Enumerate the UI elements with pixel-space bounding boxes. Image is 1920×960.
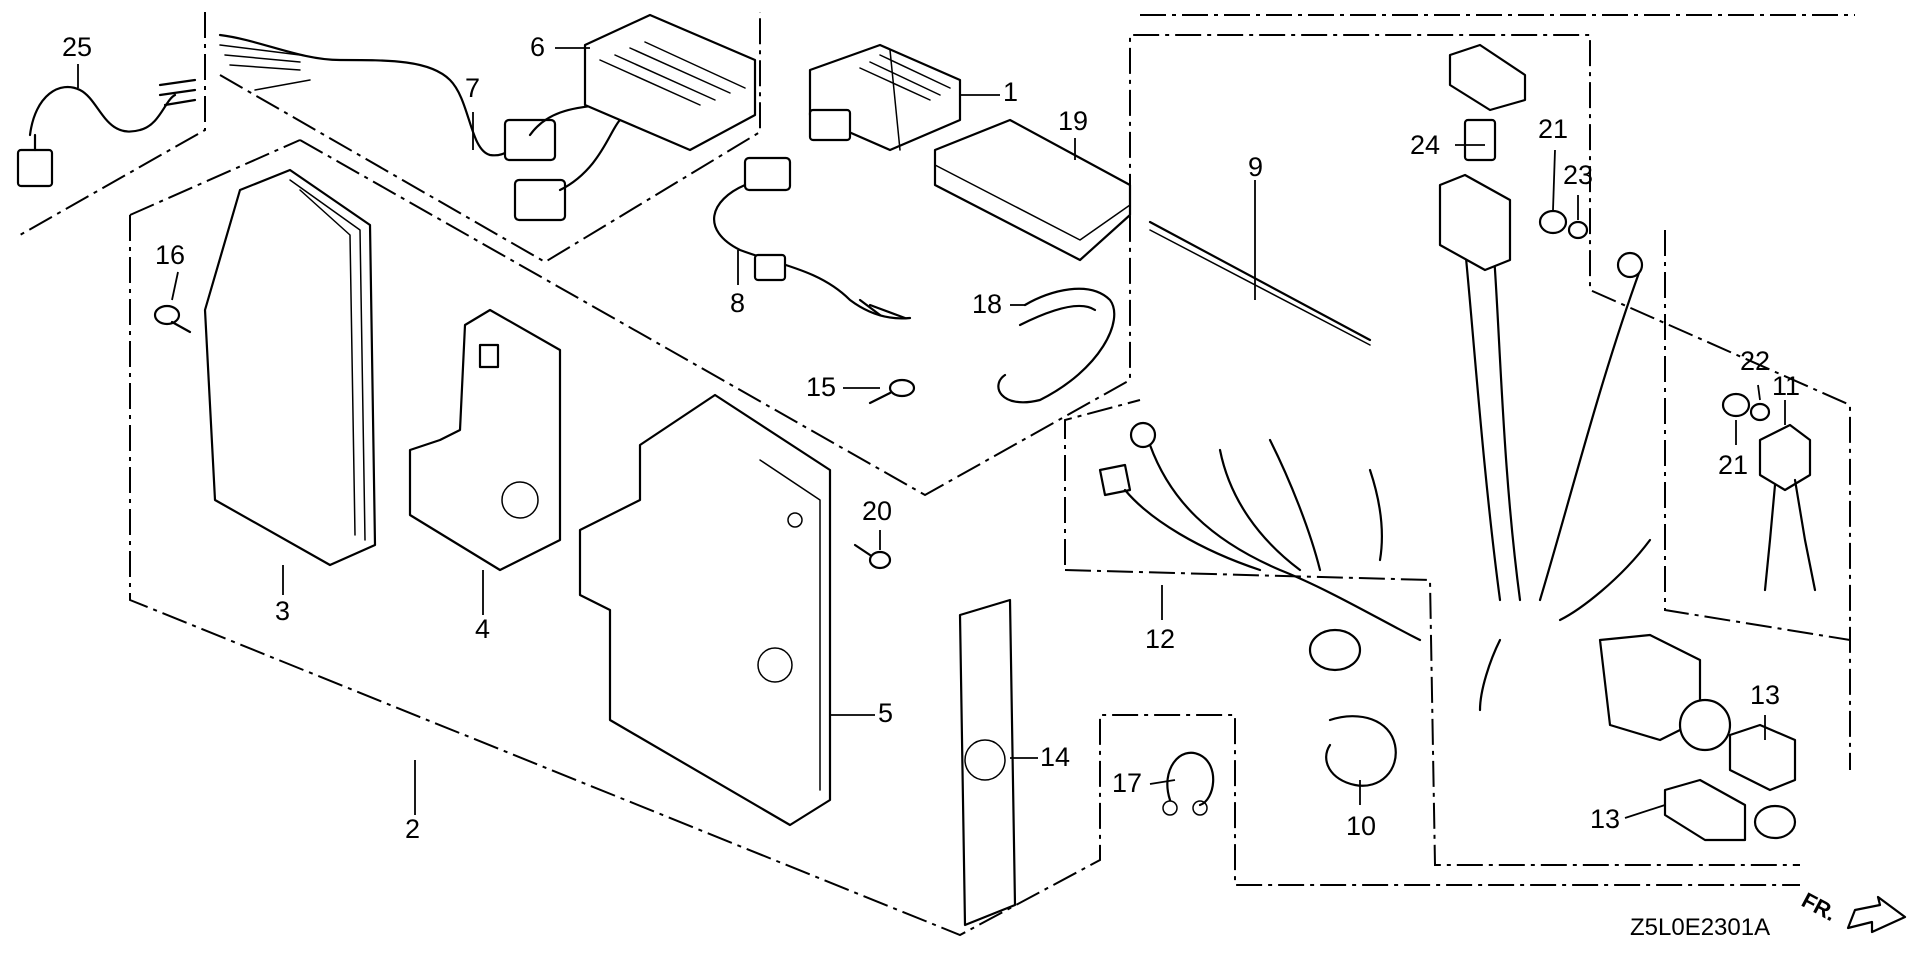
- label-part-6: 6: [530, 32, 545, 62]
- label-part-18: 18: [972, 289, 1002, 319]
- label-part-2: 2: [405, 814, 420, 844]
- label-part-23: 23: [1563, 160, 1593, 190]
- nuts-washers: [1538, 209, 1771, 422]
- label-part-12: 12: [1145, 624, 1175, 654]
- label-part-15: 15: [806, 372, 836, 402]
- label-part-14: 14: [1040, 742, 1070, 772]
- part-12-harness: [1098, 198, 1652, 712]
- part-16-bolt: [153, 304, 192, 334]
- part-3-cover: [203, 168, 377, 567]
- label-part-13-b: 13: [1590, 804, 1620, 834]
- part-labels: 1 2 3 4 5 6 7 8 9 10 11 12 13 13 14 15 1…: [62, 32, 1800, 844]
- label-part-7: 7: [465, 73, 480, 103]
- ignition-switch: [1598, 633, 1732, 752]
- part-24-fuse: [1438, 43, 1527, 272]
- part-14-plate: [958, 598, 1017, 927]
- label-part-24: 24: [1410, 130, 1440, 160]
- part-20-bolt: [853, 543, 892, 570]
- group-outlines: [19, 12, 1855, 937]
- label-part-21-a: 21: [1538, 114, 1568, 144]
- label-part-22: 22: [1740, 346, 1770, 376]
- label-part-8: 8: [730, 288, 745, 318]
- part-15-bolt: [868, 378, 916, 405]
- label-part-3: 3: [275, 596, 290, 626]
- label-part-4: 4: [475, 614, 490, 644]
- part-19-pad: [933, 118, 1132, 262]
- label-part-11: 11: [1772, 371, 1800, 401]
- label-part-16: 16: [155, 240, 185, 270]
- front-direction-arrow: [1846, 895, 1907, 934]
- part-1-regulator: [808, 43, 962, 152]
- label-part-5: 5: [878, 698, 893, 728]
- part-18-band: [997, 287, 1116, 404]
- part-10-clamp: [1308, 628, 1397, 787]
- part-8-harness: [713, 156, 912, 320]
- label-part-25: 25: [62, 32, 92, 62]
- front-direction-label: FR.: [1798, 887, 1841, 926]
- part-5-box: [578, 393, 832, 827]
- part-9-cable: [1148, 220, 1372, 346]
- part-13-keys: [1663, 723, 1797, 842]
- label-part-9: 9: [1248, 152, 1263, 182]
- label-part-20: 20: [862, 496, 892, 526]
- label-part-19: 19: [1058, 106, 1088, 136]
- part-4-bracket: [408, 308, 562, 572]
- part-17-clip: [1162, 751, 1215, 816]
- part-6-regulator: [583, 13, 757, 152]
- label-part-17: 17: [1112, 768, 1142, 798]
- part-11-connector: [1758, 423, 1817, 592]
- label-part-21-b: 21: [1718, 450, 1748, 480]
- part-25-harness: [16, 78, 197, 188]
- label-part-13-a: 13: [1750, 680, 1780, 710]
- label-part-1: 1: [1003, 77, 1018, 107]
- label-part-10: 10: [1346, 811, 1376, 841]
- leader-lines: [77, 47, 1786, 819]
- diagram-code: Z5L0E2301A: [1630, 914, 1770, 941]
